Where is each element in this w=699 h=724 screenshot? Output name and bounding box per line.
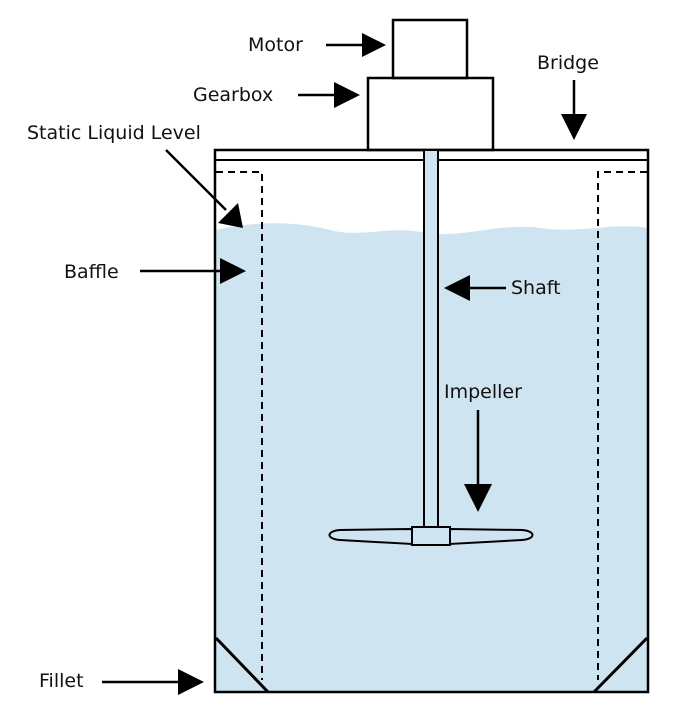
gearbox-box — [366, 76, 495, 152]
fillet-right — [592, 636, 649, 694]
fillet-arrow — [102, 669, 204, 695]
static-liquid-level-arrow — [165, 149, 243, 228]
gearbox-arrow — [298, 82, 360, 108]
fillet-label: Fillet — [39, 670, 84, 692]
impeller-label: Impeller — [444, 381, 522, 403]
bridge-arrow — [561, 80, 587, 140]
gearbox-label: Gearbox — [193, 84, 273, 106]
motor-label: Motor — [248, 34, 303, 56]
static-liquid-level-label: Static Liquid Level — [27, 122, 201, 144]
baffle-arrow — [140, 258, 246, 284]
baffle-left — [216, 171, 263, 680]
impeller-hub — [411, 526, 451, 546]
motor-box — [391, 18, 469, 80]
shaft-arrow — [444, 275, 506, 301]
shaft — [423, 149, 439, 529]
impeller-blade-right — [449, 527, 534, 546]
shaft-label: Shaft — [511, 277, 561, 299]
bridge-label: Bridge — [537, 52, 599, 74]
fillet-left — [214, 636, 270, 694]
baffle-label: Baffle — [64, 261, 119, 283]
impeller-arrow — [464, 410, 492, 512]
impeller-blade-left — [328, 527, 413, 546]
baffle-right — [597, 171, 647, 680]
motor-arrow — [326, 33, 386, 57]
